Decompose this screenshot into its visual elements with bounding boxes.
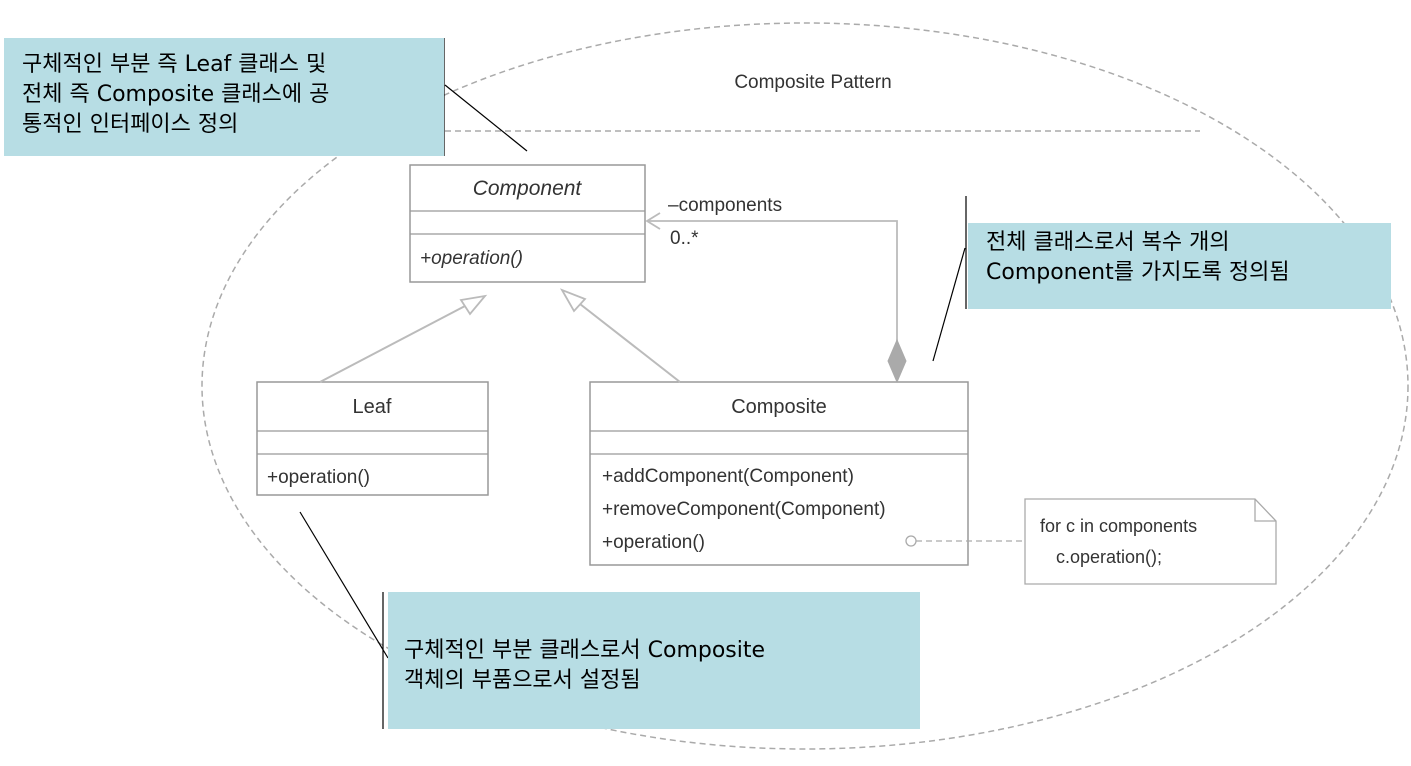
callout-box-composite xyxy=(968,223,1391,309)
callout-composite-line-2: Component를 가지도록 정의됨 xyxy=(986,260,1290,285)
callout-composite-line-1: 전체 클래스로서 복수 개의 xyxy=(986,230,1230,255)
callout-component-line-3: 통적인 인터페이스 정의 xyxy=(22,112,239,137)
callout-leaf-line-2: 객체의 부품으로서 설정됨 xyxy=(404,668,641,693)
note-anchor xyxy=(905,535,1025,547)
callout-component-line-1: 구체적인 부분 즉 Leaf 클래스 및 xyxy=(22,52,327,77)
composite-operation-remove: +removeComponent(Component) xyxy=(602,499,886,520)
aggregation-association xyxy=(645,212,907,384)
component-class-name: Component xyxy=(473,177,583,200)
association-role: –components xyxy=(668,195,782,216)
generalization-leaf xyxy=(319,294,488,383)
composite-class[interactable]: Composite +addComponent(Component) +remo… xyxy=(589,381,969,566)
callout-text-composite: 전체 클래스로서 복수 개의 Component를 가지도록 정의됨 xyxy=(986,228,1290,288)
collaboration-ellipse xyxy=(201,22,1409,750)
note-line-1: for c in components xyxy=(1040,516,1197,536)
callout-component-line-2: 전체 즉 Composite 클래스에 공 xyxy=(22,82,330,107)
collaboration-title: Composite Pattern xyxy=(734,72,891,93)
callout-text-component: 구체적인 부분 즉 Leaf 클래스 및 전체 즉 Composite 클래스에… xyxy=(22,50,329,140)
callout-leader-component xyxy=(444,84,528,152)
note-element[interactable]: for c in components c.operation(); xyxy=(1024,498,1277,585)
leaf-operation: +operation() xyxy=(267,467,370,488)
composite-operation-add: +addComponent(Component) xyxy=(602,466,854,487)
component-operation: +operation() xyxy=(420,248,523,269)
leaf-class-name: Leaf xyxy=(353,396,392,418)
association-multiplicity: 0..* xyxy=(670,228,699,249)
callout-box-component xyxy=(4,38,444,156)
note-line-2: c.operation(); xyxy=(1056,547,1162,567)
callout-leader-leaf xyxy=(299,511,389,659)
composite-operation-operation: +operation() xyxy=(602,532,705,553)
callout-box-leaf xyxy=(388,592,920,729)
callout-leader-composite xyxy=(932,247,966,362)
callout-leaf-line-1: 구체적인 부분 클래스로서 Composite xyxy=(404,638,766,663)
callout-text-leaf: 구체적인 부분 클래스로서 Composite 객체의 부품으로서 설정됨 xyxy=(404,636,765,696)
composite-class-name: Composite xyxy=(731,396,827,418)
component-class[interactable]: Component +operation() xyxy=(409,164,646,283)
leaf-class[interactable]: Leaf +operation() xyxy=(256,381,489,496)
aggregation-diamond xyxy=(887,338,907,384)
generalization-composite xyxy=(559,288,681,383)
